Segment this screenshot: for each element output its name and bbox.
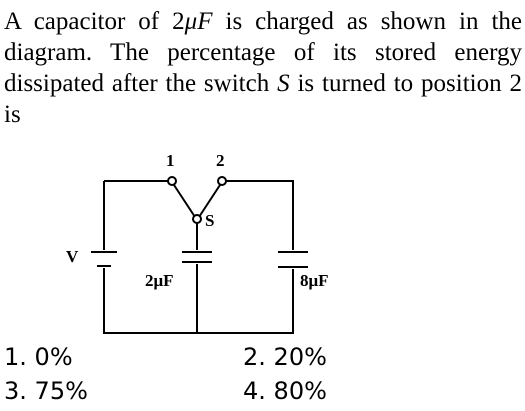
switch-pivot-node xyxy=(192,214,202,224)
option-4-number: 4. xyxy=(243,377,266,405)
option-4-text: 80% xyxy=(273,377,327,405)
switch-label: S xyxy=(205,211,214,230)
question-text: A capacitor of 2μF is charged as shown i… xyxy=(4,6,522,130)
wire-right-bottom xyxy=(103,268,294,334)
option-2[interactable]: 2. 20% xyxy=(243,343,327,371)
unit-micro-farad: μF xyxy=(184,8,213,35)
option-2-number: 2. xyxy=(243,343,266,371)
switch-blade-2 xyxy=(198,184,221,218)
option-3[interactable]: 3. 75% xyxy=(4,377,88,405)
cap-8uf-label: 8μF xyxy=(300,271,329,290)
terminal-2-label: 2 xyxy=(216,151,225,170)
terminal-2-node xyxy=(217,176,227,186)
option-1[interactable]: 1. 0% xyxy=(4,343,73,371)
wire-right-top xyxy=(226,180,294,250)
battery-label: V xyxy=(66,247,79,266)
switch-blade-1 xyxy=(173,184,196,218)
terminal-1-label: 1 xyxy=(166,151,175,170)
option-2-text: 20% xyxy=(273,343,327,371)
switch-variable: S xyxy=(277,70,290,97)
cap-2uf-label: 2μF xyxy=(145,271,174,290)
question-part-3: is turned to position 2 is xyxy=(4,70,522,128)
question-part-1: A capacitor of 2 xyxy=(4,8,185,35)
question-part-2: is charged as shown in the diagram. The … xyxy=(4,8,523,97)
option-3-number: 3. xyxy=(4,377,27,405)
option-4[interactable]: 4. 80% xyxy=(243,377,327,405)
circuit-diagram: 1 2 S V 2μF 8μF xyxy=(66,151,329,334)
terminal-1-node xyxy=(167,176,177,186)
option-1-text: 0% xyxy=(34,343,73,371)
option-1-number: 1. xyxy=(4,343,27,371)
option-3-text: 75% xyxy=(34,377,88,405)
